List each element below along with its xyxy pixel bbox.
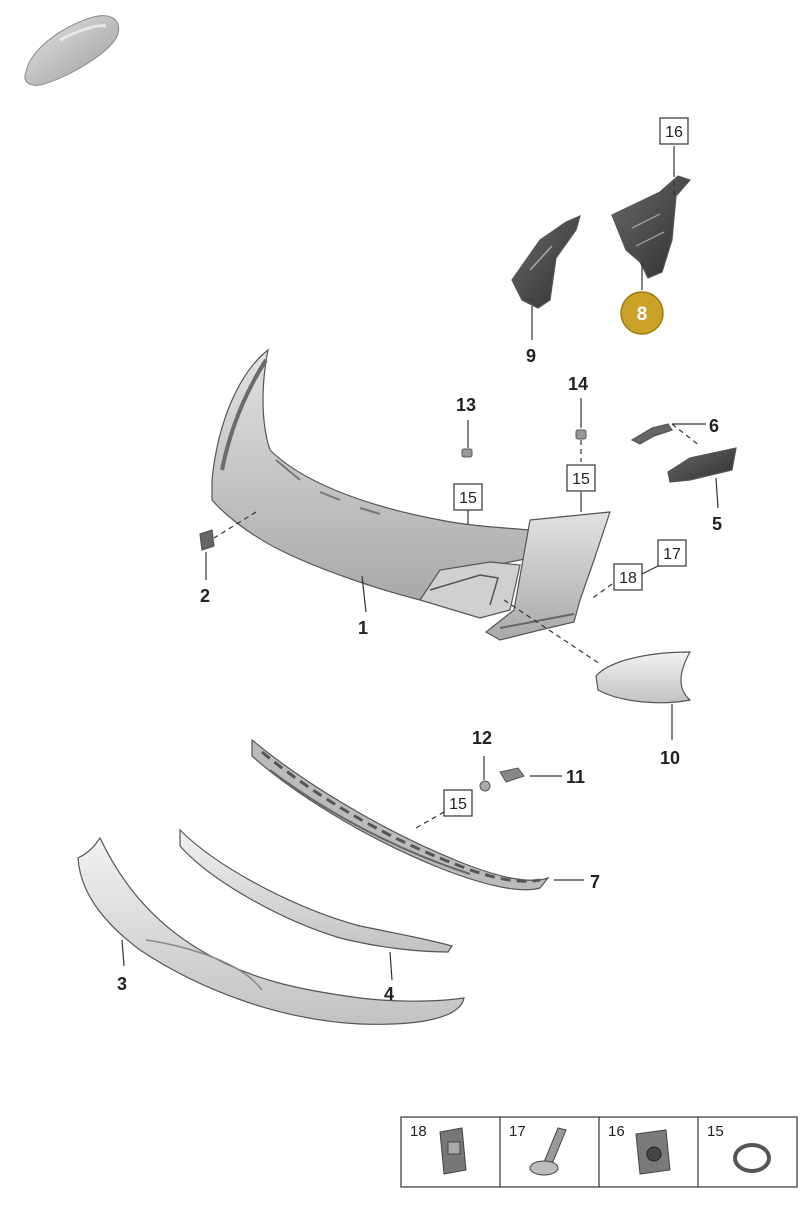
callout-8-label: 8 — [637, 304, 648, 325]
seal-ring-icon — [733, 1143, 771, 1173]
callout-10: 10 — [660, 748, 680, 768]
callout-2: 2 — [200, 586, 210, 606]
boxed-callout-15-left: 15 — [453, 483, 483, 511]
svg-text:15: 15 — [572, 471, 590, 488]
callout-9: 9 — [526, 346, 536, 366]
callout-12: 12 — [472, 728, 492, 748]
svg-text:16: 16 — [608, 1123, 625, 1140]
svg-text:15: 15 — [707, 1123, 724, 1140]
leader-lines — [121, 146, 719, 981]
boxed-callout-15-right: 15 — [566, 464, 596, 492]
part-14-clip — [575, 429, 587, 440]
boxed-callout-17: 17 — [657, 539, 687, 567]
part-5-bracket — [667, 447, 737, 483]
svg-text:17: 17 — [663, 546, 681, 563]
car-thumbnail-icon — [24, 15, 120, 86]
boxed-callout-16: 16 — [659, 117, 689, 145]
nut-clip-icon — [635, 1129, 671, 1175]
boxed-callout-18: 18 — [613, 563, 643, 591]
part-9-bracket — [511, 214, 581, 309]
part-1-bumper-cover — [211, 348, 611, 641]
part-13-clip — [461, 448, 473, 458]
callout-11: 11 — [566, 767, 585, 787]
part-12-clip — [479, 780, 491, 792]
svg-text:15: 15 — [449, 796, 467, 813]
callout-5: 5 — [712, 514, 722, 534]
svg-text:18: 18 — [410, 1123, 427, 1140]
part-3-spoiler — [77, 836, 465, 1025]
legend-cell-17: 17 — [509, 1123, 567, 1176]
push-rivet-icon — [529, 1127, 567, 1176]
svg-text:17: 17 — [509, 1123, 526, 1140]
part-11-sensor — [499, 767, 525, 783]
part-7-grille — [251, 738, 550, 891]
bracket-clip-icon — [439, 1127, 467, 1175]
svg-text:15: 15 — [459, 490, 477, 507]
part-8-bracket — [611, 175, 692, 279]
callout-8-highlighted[interactable]: 8 — [620, 291, 664, 335]
callout-6: 6 — [709, 416, 719, 436]
legend-cell-18: 18 — [410, 1123, 467, 1175]
callout-3: 3 — [117, 974, 127, 994]
part-4-lip — [179, 828, 453, 953]
callout-7: 7 — [590, 872, 600, 892]
legend-table: 18 17 16 15 — [400, 1116, 798, 1188]
callout-13: 13 — [456, 395, 476, 415]
boxed-callout-15-lower: 15 — [443, 789, 473, 817]
callout-14: 14 — [568, 374, 588, 394]
callout-1: 1 — [358, 618, 368, 638]
svg-text:16: 16 — [665, 124, 683, 141]
part-10-trim — [595, 651, 692, 704]
legend-cell-15: 15 — [707, 1123, 771, 1173]
callout-4: 4 — [384, 984, 394, 1004]
part-2-tow-cap — [199, 529, 215, 551]
part-6-bracket — [630, 423, 673, 445]
legend-cell-16: 16 — [608, 1123, 671, 1175]
svg-text:18: 18 — [619, 570, 637, 587]
